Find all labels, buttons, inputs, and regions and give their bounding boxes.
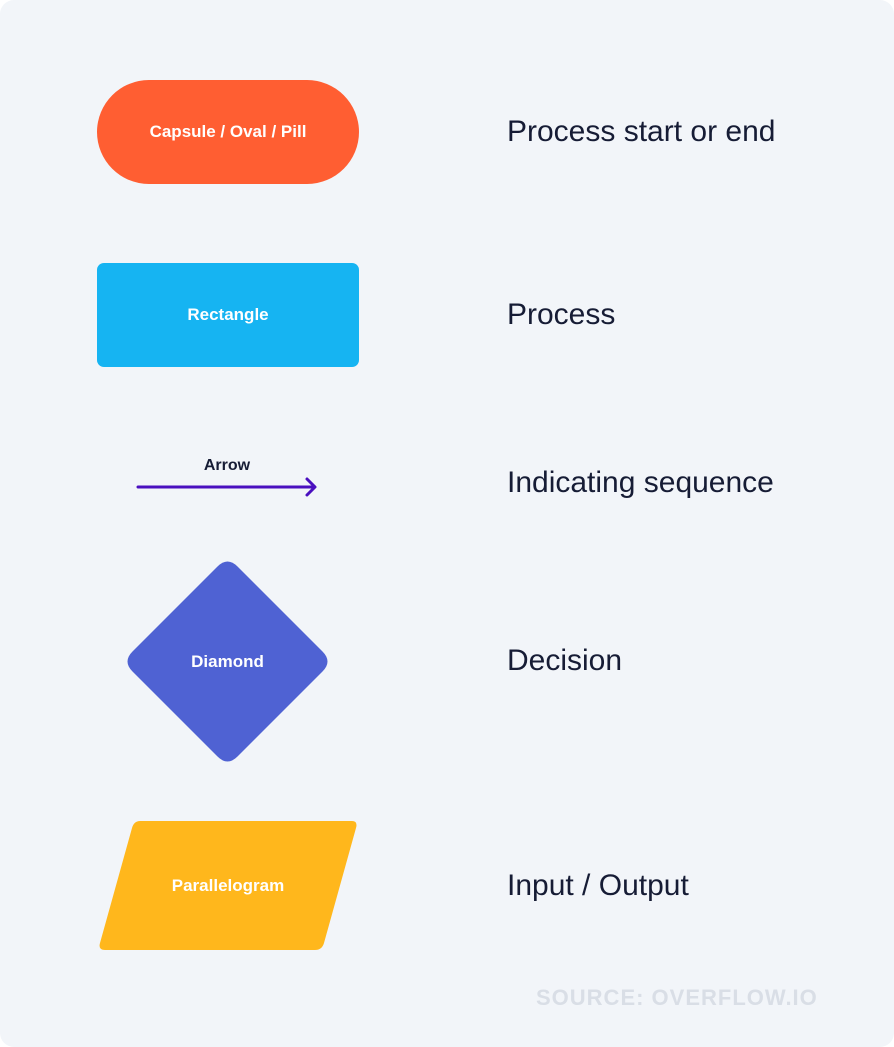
diamond-body <box>127 561 328 762</box>
diamond-shape <box>127 561 328 762</box>
rectangle-meaning: Process <box>507 298 616 331</box>
capsule-shape: Capsule / Oval / Pill <box>97 80 359 184</box>
diamond-shape-label: Diamond <box>191 652 264 671</box>
arrow-meaning: Indicating sequence <box>507 466 774 499</box>
source-credit: SOURCE: OVERFLOW.IO <box>536 985 818 1010</box>
capsule-shape-label: Capsule / Oval / Pill <box>149 122 307 141</box>
parallelogram-meaning: Input / Output <box>507 869 689 902</box>
rectangle-shape: Rectangle <box>97 263 359 367</box>
arrow-shape-label: Arrow <box>203 457 251 474</box>
diamond-meaning: Decision <box>507 644 623 677</box>
capsule-meaning: Process start or end <box>507 115 776 148</box>
arrow-icon <box>136 477 317 497</box>
parallelogram-shape-label: Parallelogram <box>171 876 285 895</box>
rectangle-shape-label: Rectangle <box>187 305 269 324</box>
parallelogram-shape <box>99 821 357 950</box>
parallelogram-body <box>99 821 357 950</box>
arrow-head <box>305 477 317 497</box>
